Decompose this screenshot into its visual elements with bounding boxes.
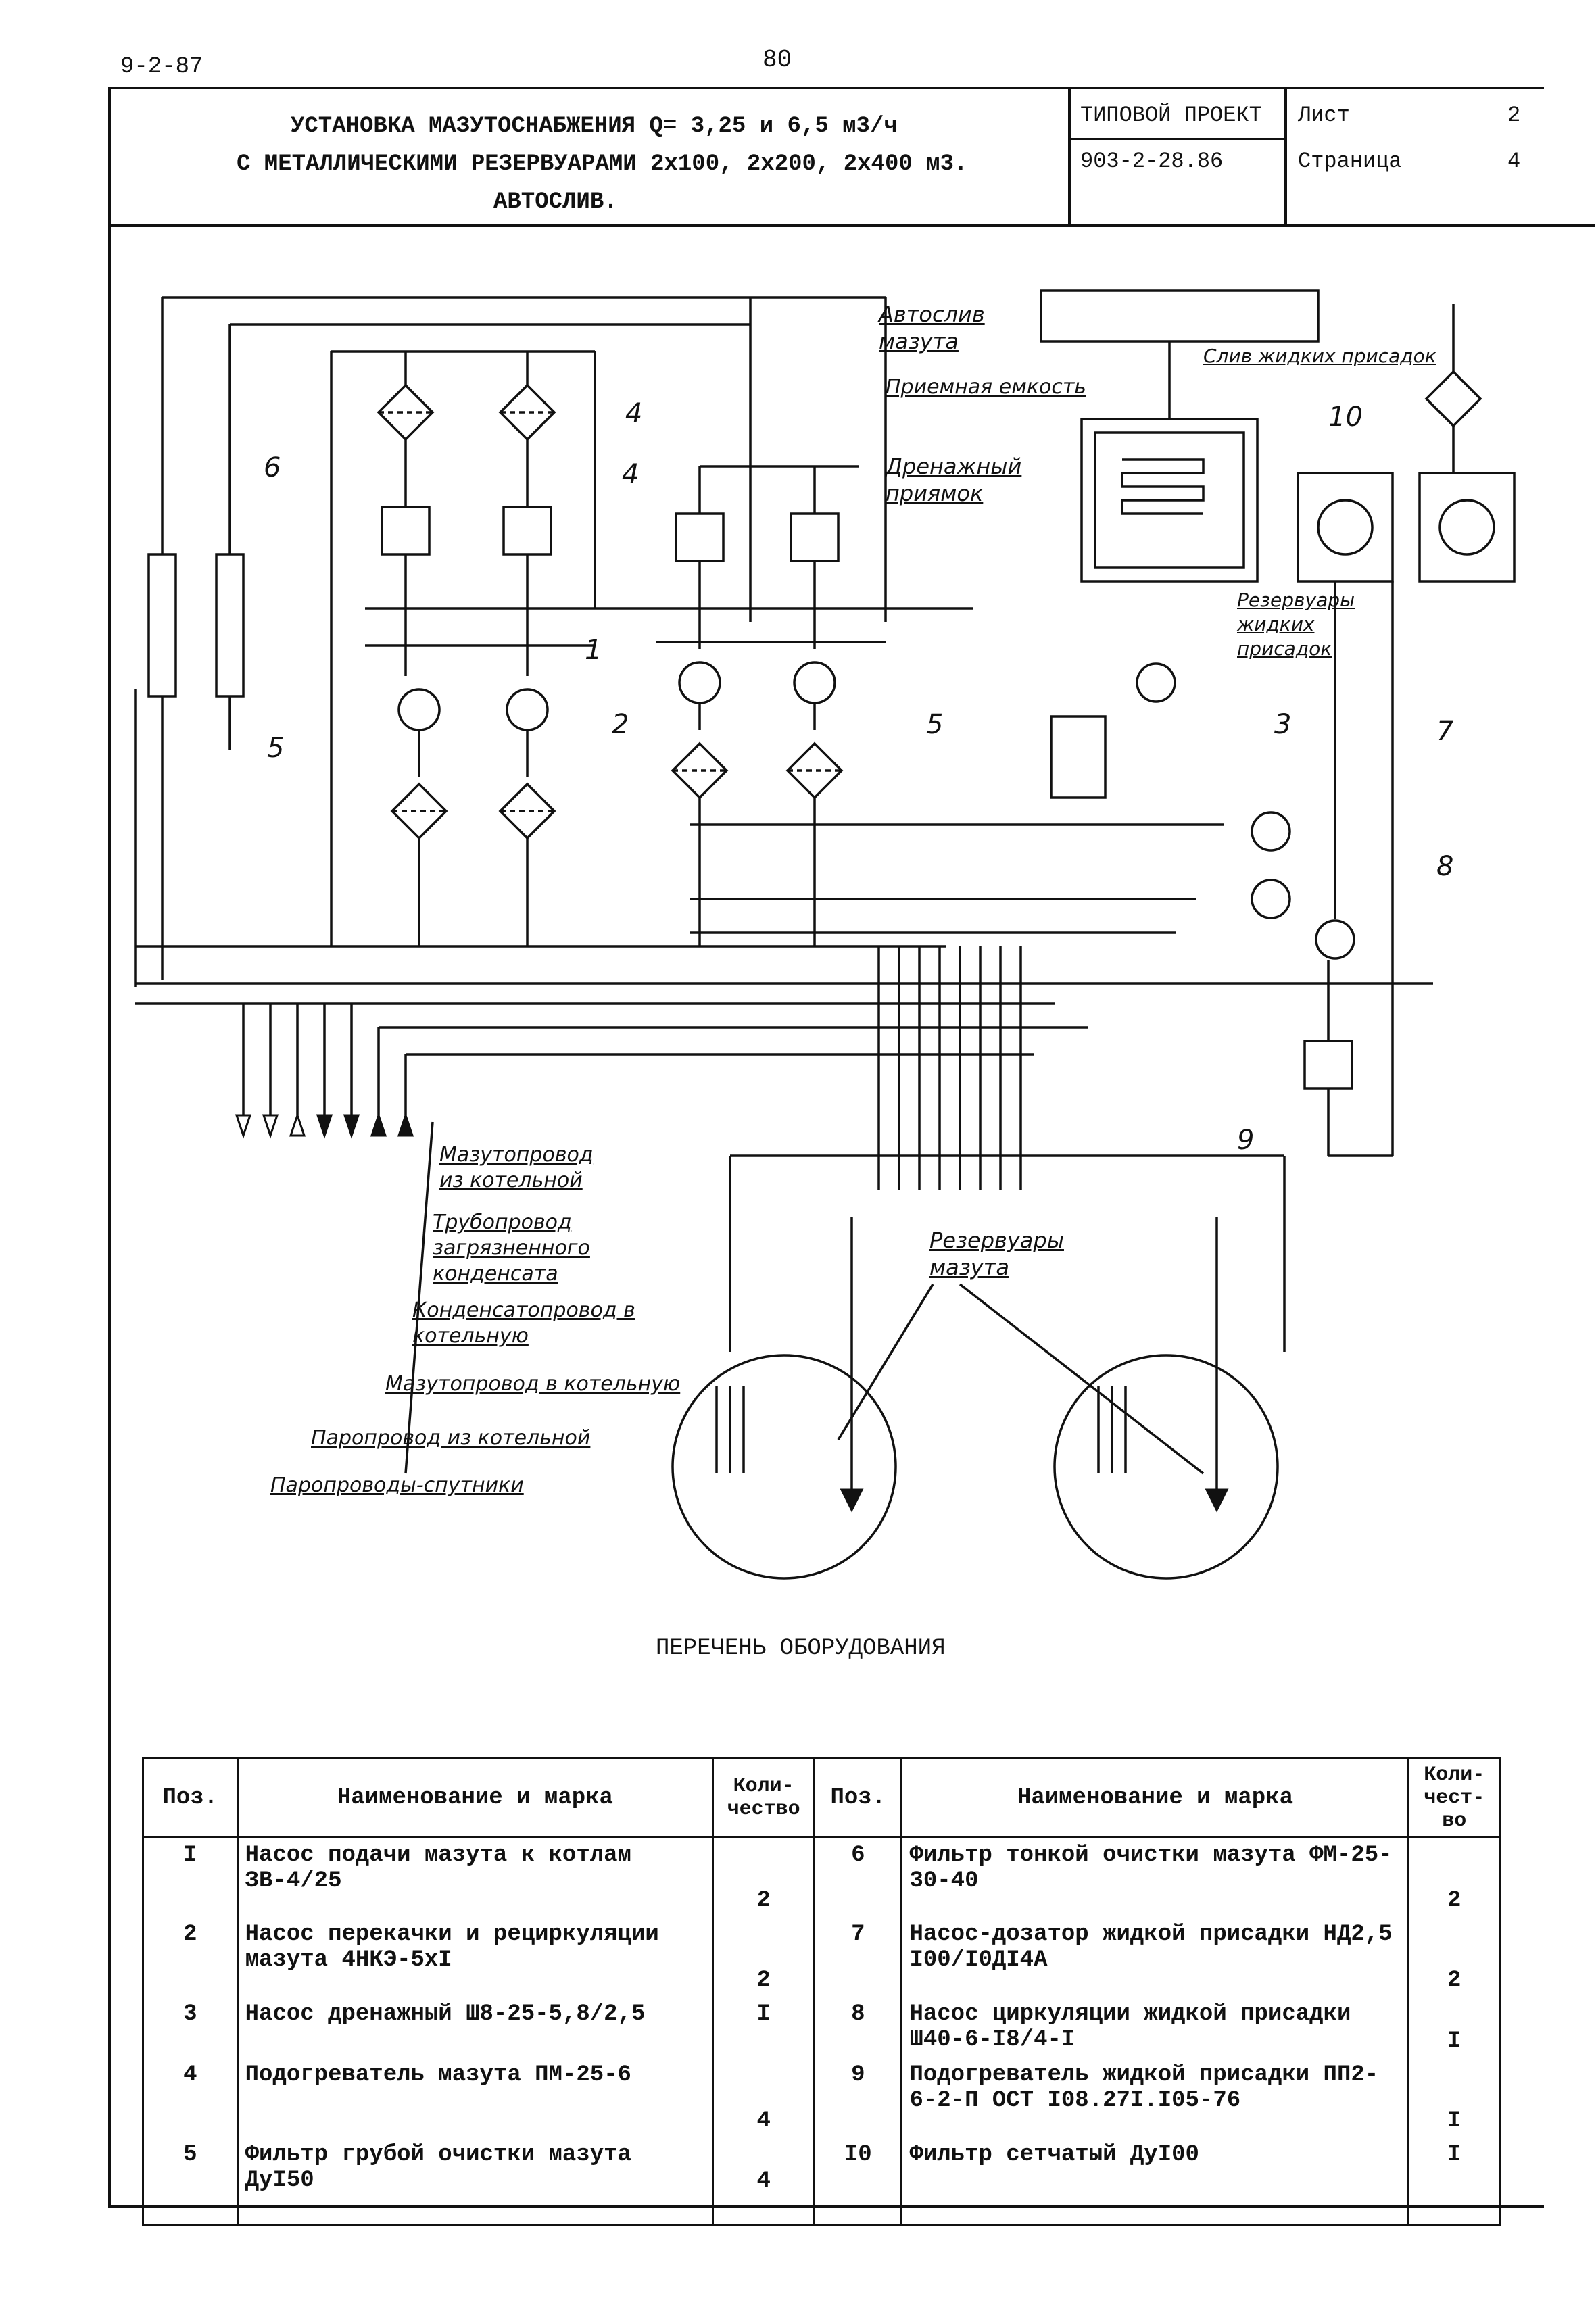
equipment-table: Поз. Наименование и марка Коли-чество По… <box>142 1757 1501 2226</box>
pos: 3 <box>142 1997 239 2058</box>
qty: I <box>1407 2057 1501 2138</box>
mark-10: 10 <box>1328 401 1363 433</box>
legend-contaminated-condensate: Трубопровод загрязненного конденсата <box>433 1211 590 1286</box>
label-autodrain: Автослив мазута <box>879 301 985 354</box>
col-name: Наименование и марка <box>236 1757 715 1838</box>
mark-3: 3 <box>1274 709 1291 740</box>
table-row: 2 Насос перекачки и рециркуляции мазута … <box>142 1917 1501 1997</box>
equipment-heading: ПЕРЕЧЕНЬ ОБОРУДОВАНИЯ <box>656 1636 946 1661</box>
name: Фильтр сетчатый ДуI00 <box>900 2137 1410 2226</box>
mark-9: 9 <box>1237 1125 1254 1156</box>
label-oil-tanks: Резервуары мазута <box>929 1227 1064 1280</box>
col-qty: Коли-чество <box>712 1757 816 1838</box>
mark-1: 1 <box>585 635 602 666</box>
page-number: 80 <box>763 46 792 74</box>
table-row: 3 Насос дренажный Ш8-25-5,8/2,5 I 8 Насо… <box>142 1997 1501 2058</box>
qty: 2 <box>712 1837 816 1918</box>
piping-schematic: 6 4 4 1 2 5 5 3 7 8 9 10 <box>134 289 1516 1580</box>
name: Подогреватель мазута ПМ-25-6 <box>236 2057 715 2138</box>
page-value: 4 <box>1507 149 1521 174</box>
legend-steam-from-boiler: Паропровод из котельной <box>311 1426 591 1450</box>
name: Насос циркуляции жидкой присадки Ш40-6-I… <box>900 1997 1410 2058</box>
col-qty: Коли-чест-во <box>1407 1757 1501 1838</box>
label-drain-pit: Дренажный приямок <box>886 454 1022 506</box>
name: Насос-дозатор жидкой присадки НД2,5 I00/… <box>900 1917 1410 1997</box>
name: Насос перекачки и рециркуляции мазута 4Н… <box>236 1917 715 1997</box>
qty: 2 <box>712 1917 816 1997</box>
mark-5b: 5 <box>926 709 943 740</box>
qty: I <box>712 1997 816 2058</box>
qty: I <box>1407 1997 1501 2058</box>
pos: 2 <box>142 1917 239 1997</box>
qty: 2 <box>1407 1837 1501 1918</box>
pos: I0 <box>813 2137 903 2226</box>
table-header-row: Поз. Наименование и марка Коли-чество По… <box>142 1757 1501 1838</box>
col-pos: Поз. <box>813 1757 903 1838</box>
name: Подогреватель жидкой присадки ПП2-6-2-П … <box>900 2057 1410 2138</box>
name: Насос подачи мазута к котлам ЗВ-4/25 <box>236 1837 715 1918</box>
legend-steam-tracers: Паропроводы-спутники <box>270 1473 524 1497</box>
legend-oil-from-boiler: Мазутопровод из котельной <box>439 1143 594 1192</box>
legend-condensate-to-boiler: Конденсатопровод в котельную <box>412 1298 635 1348</box>
col-name: Наименование и марка <box>900 1757 1410 1838</box>
pos: 8 <box>813 1997 903 2058</box>
title-line-3: АВТОСЛИВ. <box>493 189 618 215</box>
pos: I <box>142 1837 239 1918</box>
label-additive-drain: Слив жидких присадок <box>1203 345 1436 367</box>
mark-6: 6 <box>264 452 281 483</box>
col-pos: Поз. <box>142 1757 239 1838</box>
title-line-1: УСТАНОВКА МАЗУТОСНАБЖЕНИЯ Q= 3,25 и 6,5 … <box>291 114 898 139</box>
table-row: 4 Подогреватель мазута ПМ-25-6 4 9 Подог… <box>142 2057 1501 2138</box>
pos: 6 <box>813 1837 903 1918</box>
project-cell: ТИПОВОЙ ПРОЕКТ 903-2-28.86 <box>1068 87 1287 224</box>
name: Насос дренажный Ш8-25-5,8/2,5 <box>236 1997 715 2058</box>
qty: I <box>1407 2137 1501 2226</box>
pos: 9 <box>813 2057 903 2138</box>
name: Фильтр тонкой очистки мазута ФМ-25-30-40 <box>900 1837 1410 1918</box>
table-row: 5 Фильтр грубой очистки мазута ДуI50 4 I… <box>142 2137 1501 2226</box>
mark-4a: 4 <box>625 398 642 429</box>
name: Фильтр грубой очистки мазута ДуI50 <box>236 2137 715 2226</box>
sheet-label: Лист <box>1298 103 1350 128</box>
qty: 4 <box>712 2057 816 2138</box>
page-label: Страница <box>1298 149 1402 174</box>
project-divider <box>1068 138 1284 140</box>
title-line-2: С МЕТАЛЛИЧЕСКИМИ РЕЗЕРВУАРАМИ 2х100, 2х2… <box>237 151 968 177</box>
mark-8: 8 <box>1436 851 1453 882</box>
mark-7: 7 <box>1436 716 1454 747</box>
qty: 2 <box>1407 1917 1501 1997</box>
table-row: I Насос подачи мазута к котлам ЗВ-4/25 2… <box>142 1837 1501 1918</box>
mark-2: 2 <box>612 709 629 740</box>
legend-oil-to-boiler: Мазутопровод в котельную <box>385 1372 681 1396</box>
sheet-value: 2 <box>1507 103 1521 128</box>
title-block: УСТАНОВКА МАЗУТОСНАБЖЕНИЯ Q= 3,25 и 6,5 … <box>108 87 1595 227</box>
mark-5a: 5 <box>267 733 284 764</box>
project-code: 903-2-28.86 <box>1080 149 1224 174</box>
label-receiving-tank: Приемная емкость <box>886 375 1086 399</box>
pos: 5 <box>142 2137 239 2226</box>
mark-4b: 4 <box>622 459 639 490</box>
project-label: ТИПОВОЙ ПРОЕКТ <box>1080 103 1262 128</box>
label-additive-tanks: Резервуары жидких присадок <box>1237 589 1355 660</box>
pos: 4 <box>142 2057 239 2138</box>
doc-code: 9-2-87 <box>120 54 203 80</box>
qty: 4 <box>712 2137 816 2226</box>
sheet-cell: Лист 2 Страница 4 <box>1284 87 1541 224</box>
title-cell: УСТАНОВКА МАЗУТОСНАБЖЕНИЯ Q= 3,25 и 6,5 … <box>108 87 1071 224</box>
pos: 7 <box>813 1917 903 1997</box>
